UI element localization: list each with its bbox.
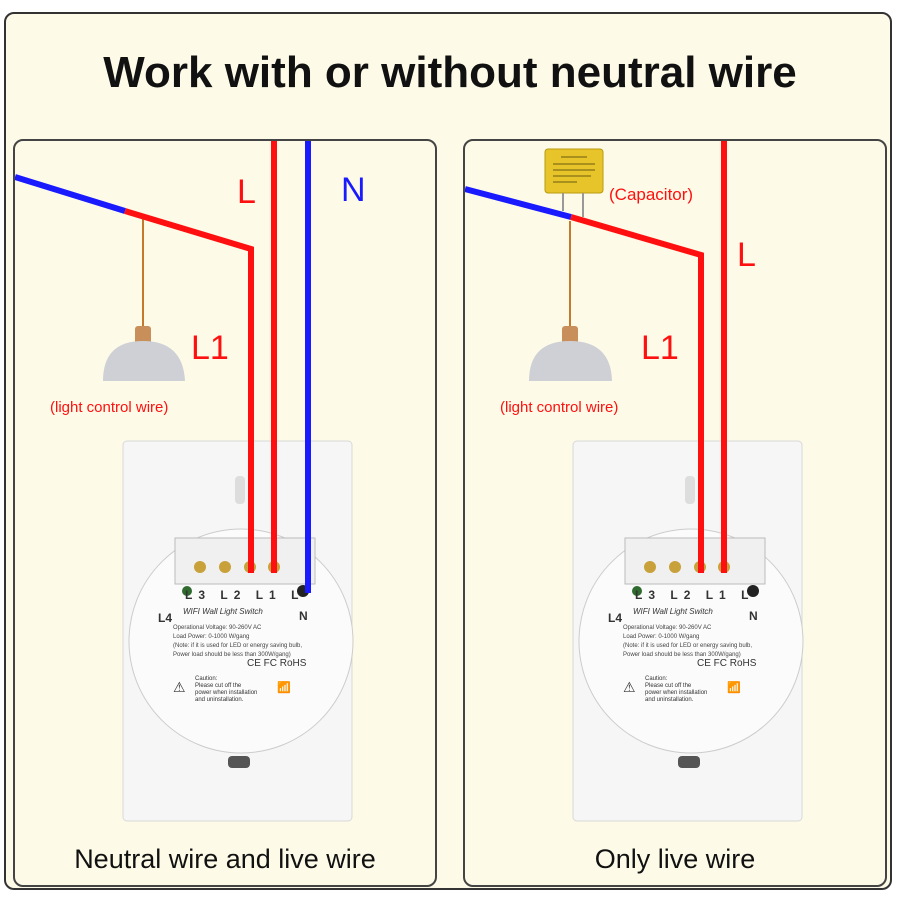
lamp-shade bbox=[529, 341, 612, 381]
label-n: N bbox=[341, 171, 366, 209]
lamp-socket bbox=[562, 326, 578, 346]
lamp-note: (light control wire) bbox=[50, 399, 169, 416]
spec-note1: (Note: if it is used for LED or energy s… bbox=[173, 643, 303, 649]
caption-right: Only live wire bbox=[594, 844, 756, 874]
terminal-l4: L4 bbox=[608, 611, 623, 625]
label-l: L bbox=[237, 173, 256, 211]
page-title: Work with or without neutral wire bbox=[103, 48, 797, 97]
spec-load: Load Power: 0-1000 W/gang bbox=[623, 634, 700, 640]
warning-icon: ⚠ bbox=[623, 679, 636, 695]
warning-icon: ⚠ bbox=[173, 679, 186, 695]
right-neutral-wire-lamp bbox=[465, 186, 572, 220]
terminal-l1: L1 bbox=[705, 588, 732, 602]
terminal-block bbox=[174, 537, 316, 585]
caption-left: Neutral wire and live wire bbox=[74, 844, 376, 874]
terminal-l2: L2 bbox=[220, 588, 247, 602]
spec-load: Load Power: 0-1000 W/gang bbox=[173, 634, 250, 640]
caution-title: Caution: bbox=[645, 676, 668, 682]
capacitor-note: (Capacitor) bbox=[609, 185, 694, 204]
spec-note2: Power load should be less than 300W/gang… bbox=[623, 652, 741, 658]
capacitor-label-lines bbox=[553, 156, 595, 183]
spec-note1: (Note: if it is used for LED or energy s… bbox=[623, 643, 753, 649]
spec-note2: Power load should be less than 300W/gang… bbox=[173, 652, 291, 658]
terminal-l1: L1 bbox=[255, 588, 282, 602]
wifi-icon: 📶 bbox=[727, 682, 741, 694]
spec-voltage: Operational Voltage: 90-260V AC bbox=[173, 625, 262, 631]
switch-name: WIFI Wall Light Switch bbox=[183, 607, 263, 616]
switch-module bbox=[128, 528, 354, 754]
switch-module bbox=[578, 528, 804, 754]
right-wiring-diagram bbox=[465, 141, 804, 822]
lamp-shade bbox=[103, 341, 185, 381]
label-l1: L1 bbox=[641, 329, 679, 367]
spec-voltage: Operational Voltage: 90-260V AC bbox=[623, 625, 712, 631]
terminal-l: L bbox=[291, 588, 305, 602]
terminal-labels: L3 L2 L1 L bbox=[635, 588, 755, 602]
terminal-n: N bbox=[749, 609, 758, 623]
terminal-l3: L3 bbox=[185, 588, 212, 602]
left-wiring-diagram bbox=[15, 141, 354, 822]
switch-name: WIFI Wall Light Switch bbox=[633, 607, 713, 616]
caution-text: Caution: Please cut off the power when i… bbox=[195, 676, 258, 703]
lamp-socket bbox=[135, 326, 151, 346]
terminal-block bbox=[624, 537, 766, 585]
caution-text: Caution: Please cut off the power when i… bbox=[645, 676, 708, 703]
plate-slot bbox=[685, 476, 695, 504]
panel-neutral-and-live: L N L1 (light control wire) L3 L2 L1 L N… bbox=[13, 139, 437, 887]
caution-title: Caution: bbox=[195, 676, 218, 682]
wifi-icon: 📶 bbox=[277, 682, 291, 694]
terminal-l3: L3 bbox=[635, 588, 662, 602]
right-l1-wire bbox=[570, 214, 704, 573]
switch-specs: Operational Voltage: 90-260V AC Load Pow… bbox=[173, 624, 323, 660]
cert-marks: CE FC RoHS bbox=[247, 658, 307, 669]
left-neutral-wire-lamp bbox=[15, 174, 126, 214]
cert-marks: CE FC RoHS bbox=[697, 658, 757, 669]
plate-latch bbox=[228, 756, 250, 768]
left-l1-wire bbox=[124, 208, 254, 573]
lamp-note: (light control wire) bbox=[500, 399, 619, 416]
label-l: L bbox=[737, 236, 756, 274]
terminal-l: L bbox=[741, 588, 755, 602]
terminal-l4: L4 bbox=[158, 611, 173, 625]
terminal-n: N bbox=[299, 609, 308, 623]
plate-latch bbox=[678, 756, 700, 768]
panel-only-live: (Capacitor) L L1 (light control wire) L3… bbox=[463, 139, 887, 887]
label-l1: L1 bbox=[191, 329, 229, 367]
terminal-labels: L3 L2 L1 L bbox=[185, 588, 305, 602]
capacitor bbox=[544, 148, 604, 194]
switch-specs: Operational Voltage: 90-260V AC Load Pow… bbox=[623, 624, 773, 660]
plate-slot bbox=[235, 476, 245, 504]
terminal-l2: L2 bbox=[670, 588, 697, 602]
